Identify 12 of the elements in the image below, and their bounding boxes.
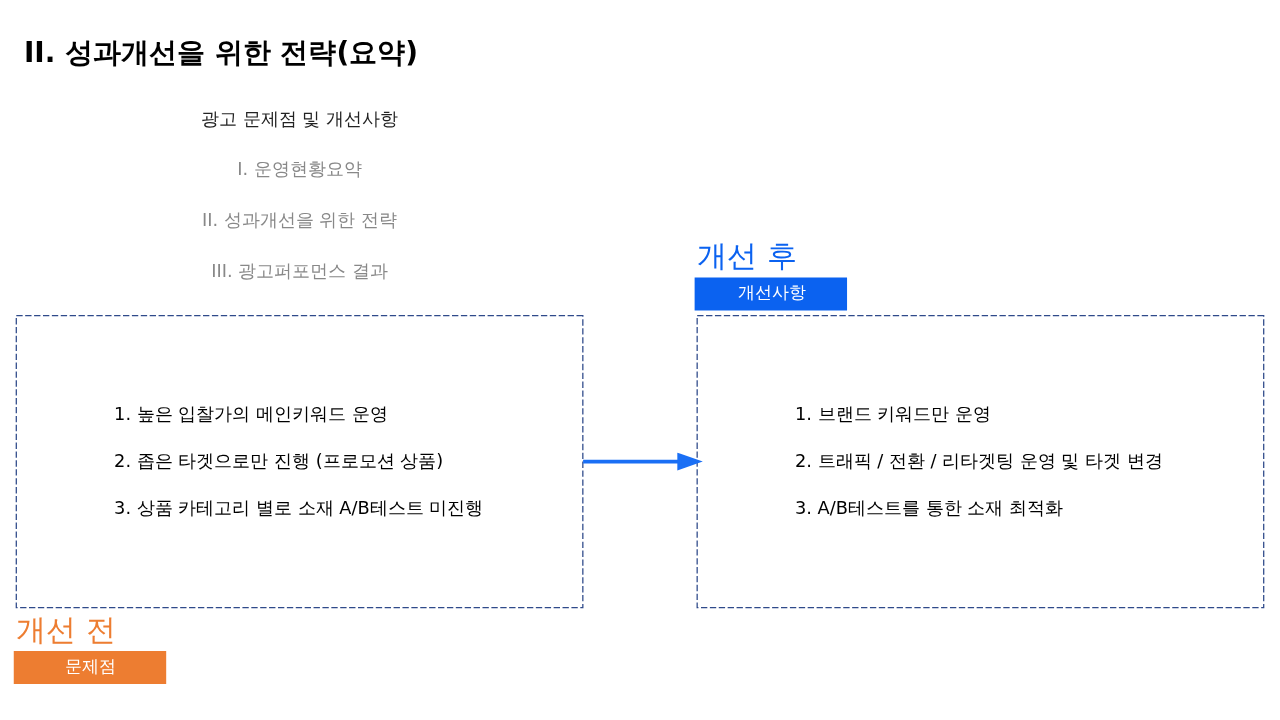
node-box: 개선사항 bbox=[694, 277, 848, 311]
node-label: 개선 후 bbox=[697, 238, 797, 274]
label: III. 광고퍼포먼스 결과 bbox=[211, 260, 388, 282]
node-box: 문제점 bbox=[13, 650, 167, 684]
node-box: 1. 높은 입찰가의 메인키워드 운영 2. 좁은 타겟으로만 진행 (프로모션 상품) 3. 상품 카테고리 별로 소재 A/B테스트 미진행 bbox=[15, 314, 584, 609]
label: II. 성과개선을 위한 전략 bbox=[202, 209, 398, 231]
diagram-title: II. 성과개선을 위한 전략(요약) bbox=[23, 36, 419, 70]
label: I. 운영현황요약 bbox=[237, 158, 362, 180]
node-label: 개선 전 bbox=[16, 611, 116, 647]
node-box: 1. 브랜드 키워드만 운영 2. 트래픽 / 전환 / 리타겟팅 운영 및 타겟 변경 3. A/B테스트를 통한 소재 최적화 bbox=[696, 314, 1265, 609]
label: 광고 문제점 및 개선사항 bbox=[201, 107, 399, 129]
arrow bbox=[583, 452, 703, 471]
